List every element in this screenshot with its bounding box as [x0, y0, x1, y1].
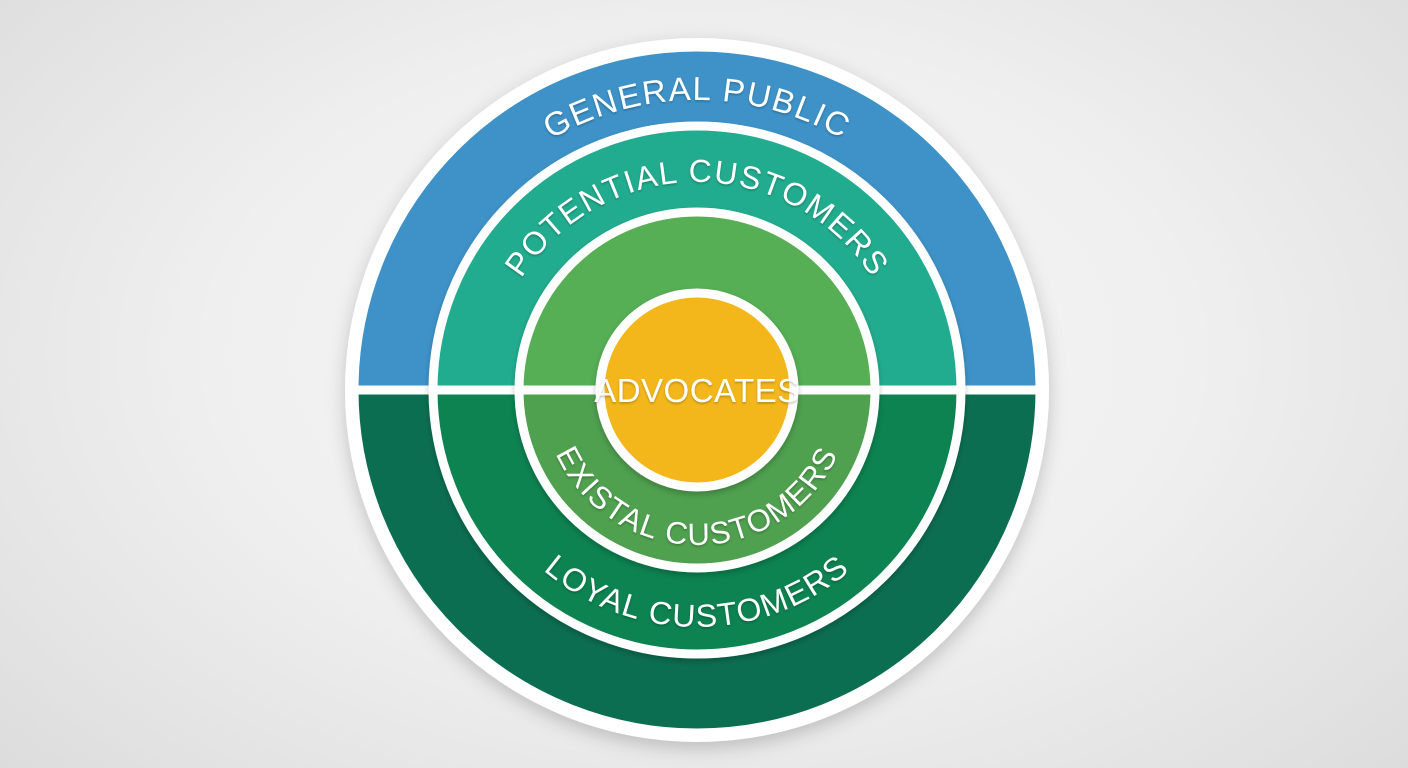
center-circle — [595, 288, 799, 492]
label-advocates: ADVOCATES — [594, 372, 800, 409]
